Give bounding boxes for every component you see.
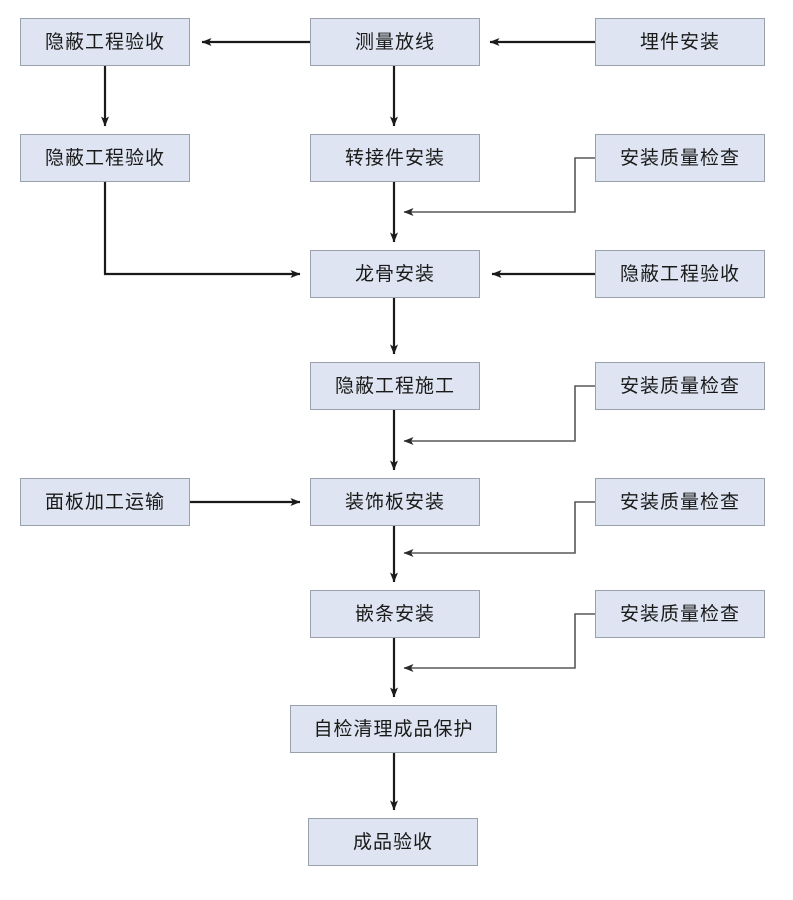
edge-zhiliang2-to-longgu-feed xyxy=(403,157,595,216)
node-label: 安装质量检查 xyxy=(619,490,740,513)
node-anzhuang-zhiliang-jiancha-2[interactable]: 安装质量检查 xyxy=(595,362,765,410)
node-label: 转接件安装 xyxy=(344,146,445,169)
node-label: 成品验收 xyxy=(352,830,433,853)
node-label: 隐蔽工程验收 xyxy=(619,262,740,285)
node-label: 埋件安装 xyxy=(639,30,720,53)
node-qiantiao-anzhuang[interactable]: 嵌条安装 xyxy=(310,590,480,638)
node-label: 嵌条安装 xyxy=(354,602,435,625)
node-zhuangshiban-anzhuang[interactable]: 装饰板安装 xyxy=(310,478,480,526)
edge-zhiliang6-to-zijian-feed xyxy=(403,613,595,672)
node-celiang-fangxian[interactable]: 测量放线 xyxy=(310,18,480,66)
node-yinbi-gongcheng-shigong[interactable]: 隐蔽工程施工 xyxy=(310,362,480,410)
node-longgu-anzhuang[interactable]: 龙骨安装 xyxy=(310,250,480,298)
node-label: 测量放线 xyxy=(354,30,435,53)
node-label: 自检清理成品保护 xyxy=(313,717,474,740)
node-maijian-anzhuang[interactable]: 埋件安装 xyxy=(595,18,765,66)
node-anzhuang-zhiliang-jiancha-4[interactable]: 安装质量检查 xyxy=(595,590,765,638)
node-mianban-jiagong-yunshu[interactable]: 面板加工运输 xyxy=(20,478,190,526)
node-yinbi-gongcheng-yanshou-2[interactable]: 隐蔽工程验收 xyxy=(20,134,190,182)
node-zhuanjiejian-anzhuang[interactable]: 转接件安装 xyxy=(310,134,480,182)
node-label: 隐蔽工程验收 xyxy=(44,30,165,53)
node-yinbi-gongcheng-yanshou-1[interactable]: 隐蔽工程验收 xyxy=(20,18,190,66)
node-label: 龙骨安装 xyxy=(354,262,435,285)
node-anzhuang-zhiliang-jiancha-3[interactable]: 安装质量检查 xyxy=(595,478,765,526)
node-anzhuang-zhiliang-jiancha-1[interactable]: 安装质量检查 xyxy=(595,134,765,182)
node-label: 安装质量检查 xyxy=(619,602,740,625)
node-label: 隐蔽工程施工 xyxy=(334,374,455,397)
node-chengpin-yanshou[interactable]: 成品验收 xyxy=(308,818,478,866)
node-label: 装饰板安装 xyxy=(344,490,445,513)
node-label: 安装质量检查 xyxy=(619,146,740,169)
node-label: 隐蔽工程验收 xyxy=(44,146,165,169)
node-zijian-qingli-chengpin-baohu[interactable]: 自检清理成品保护 xyxy=(290,705,497,753)
edge-yinbi2-to-longgu xyxy=(103,182,301,278)
node-label: 面板加工运输 xyxy=(44,490,165,513)
edge-zhiliang4-to-zhuangshiban-feed xyxy=(403,385,595,445)
node-yinbi-gongcheng-yanshou-3[interactable]: 隐蔽工程验收 xyxy=(595,250,765,298)
edge-zhiliang5-to-qiantiao-feed xyxy=(403,501,595,557)
node-label: 安装质量检查 xyxy=(619,374,740,397)
